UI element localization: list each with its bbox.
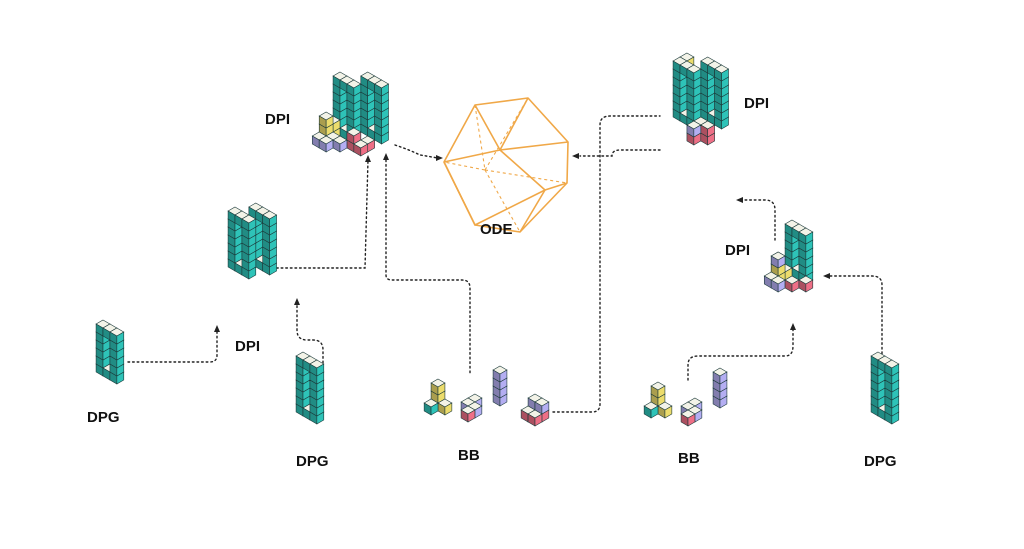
arrowhead bbox=[383, 153, 389, 160]
cube-face bbox=[248, 218, 257, 232]
connector-bb-to-dpi-topleft bbox=[385, 159, 471, 375]
cube-face bbox=[353, 83, 362, 97]
cube-clusters bbox=[95, 52, 900, 427]
dpg-left-cluster bbox=[95, 319, 125, 385]
cube-face bbox=[430, 402, 439, 416]
label-dpg-center: DPG bbox=[296, 453, 329, 470]
arrowhead bbox=[736, 197, 743, 203]
cube-face bbox=[687, 413, 696, 427]
arrowhead bbox=[294, 298, 300, 305]
cube-face bbox=[777, 255, 786, 269]
label-ode: ODE bbox=[480, 221, 513, 238]
label-dpi-top-left: DPI bbox=[265, 111, 290, 128]
connector-dpi-topright-to-ode bbox=[579, 149, 661, 157]
ode-icosahedron bbox=[443, 97, 569, 233]
bb-right-lavender bbox=[680, 397, 703, 427]
bb-right-yellow bbox=[643, 381, 673, 419]
cube-face bbox=[719, 371, 728, 385]
cube-face bbox=[381, 83, 389, 97]
cube-face bbox=[116, 331, 125, 345]
dpi-top-left-cluster bbox=[311, 71, 390, 157]
dpi-top-right-cluster bbox=[672, 52, 730, 146]
arrowhead bbox=[823, 273, 830, 279]
labels: DPI DPI ODE DPI DPI DPG DPG DPG BB BB bbox=[87, 95, 897, 470]
cube-face bbox=[437, 382, 446, 396]
cube-face bbox=[693, 68, 702, 82]
label-bb-center: BB bbox=[458, 447, 480, 464]
dpg-right-cluster bbox=[870, 351, 900, 425]
cube-face bbox=[339, 139, 348, 153]
label-bb-right: BB bbox=[678, 450, 700, 467]
arrowhead bbox=[436, 155, 443, 161]
cube-face bbox=[360, 143, 369, 157]
connector-dpg-right-to-dpi-midright bbox=[827, 275, 883, 373]
connector-bb-right-to-dpi-midright bbox=[687, 327, 794, 381]
cube-face bbox=[541, 401, 550, 415]
bb-center-yellow bbox=[423, 378, 453, 416]
cube-face bbox=[499, 369, 508, 383]
cube-face bbox=[650, 405, 659, 419]
connector-dpi-topleft-to-ode bbox=[394, 144, 439, 159]
connectors bbox=[127, 115, 883, 413]
label-dpg-right: DPG bbox=[864, 453, 897, 470]
dpi-mid-left-cluster bbox=[227, 202, 278, 280]
cube-face bbox=[657, 385, 666, 399]
connector-dpg-center-to-dpi-midleft bbox=[296, 302, 324, 373]
connector-bb-cube-to-ode bbox=[552, 115, 661, 413]
label-dpi-mid-left: DPI bbox=[235, 338, 260, 355]
arrowhead bbox=[214, 325, 220, 332]
arrowhead bbox=[572, 153, 579, 159]
connector-dpi-midright-to-dpi-topright bbox=[739, 199, 776, 241]
cube-face bbox=[693, 124, 702, 138]
bb-center-bar bbox=[492, 365, 508, 407]
cube-face bbox=[467, 409, 476, 423]
bb-center-lavender bbox=[460, 393, 483, 423]
connector-dpg-left-to-dpi-midleft bbox=[127, 329, 218, 363]
cube-face bbox=[891, 363, 900, 377]
cube-face bbox=[269, 214, 277, 228]
arrowhead bbox=[790, 323, 796, 330]
label-dpg-left: DPG bbox=[87, 409, 120, 426]
dpg-center-cluster bbox=[295, 351, 325, 425]
bb-right-bar bbox=[712, 367, 728, 409]
dpi-mid-right-cluster bbox=[763, 219, 814, 293]
cube-face bbox=[444, 402, 453, 416]
cube-face bbox=[316, 363, 325, 377]
bb-center-cube bbox=[520, 393, 550, 427]
connector-dpi-midleft-to-dpi-topleft bbox=[271, 159, 369, 269]
cube-face bbox=[707, 124, 715, 138]
cube-face bbox=[325, 115, 334, 129]
cube-face bbox=[805, 279, 814, 293]
cube-face bbox=[534, 413, 543, 427]
arrowhead bbox=[365, 155, 371, 162]
label-dpi-mid-right: DPI bbox=[725, 242, 750, 259]
label-dpi-top-right: DPI bbox=[744, 95, 769, 112]
cube-face bbox=[664, 405, 673, 419]
cube-face bbox=[721, 68, 729, 82]
cube-face bbox=[805, 231, 814, 245]
